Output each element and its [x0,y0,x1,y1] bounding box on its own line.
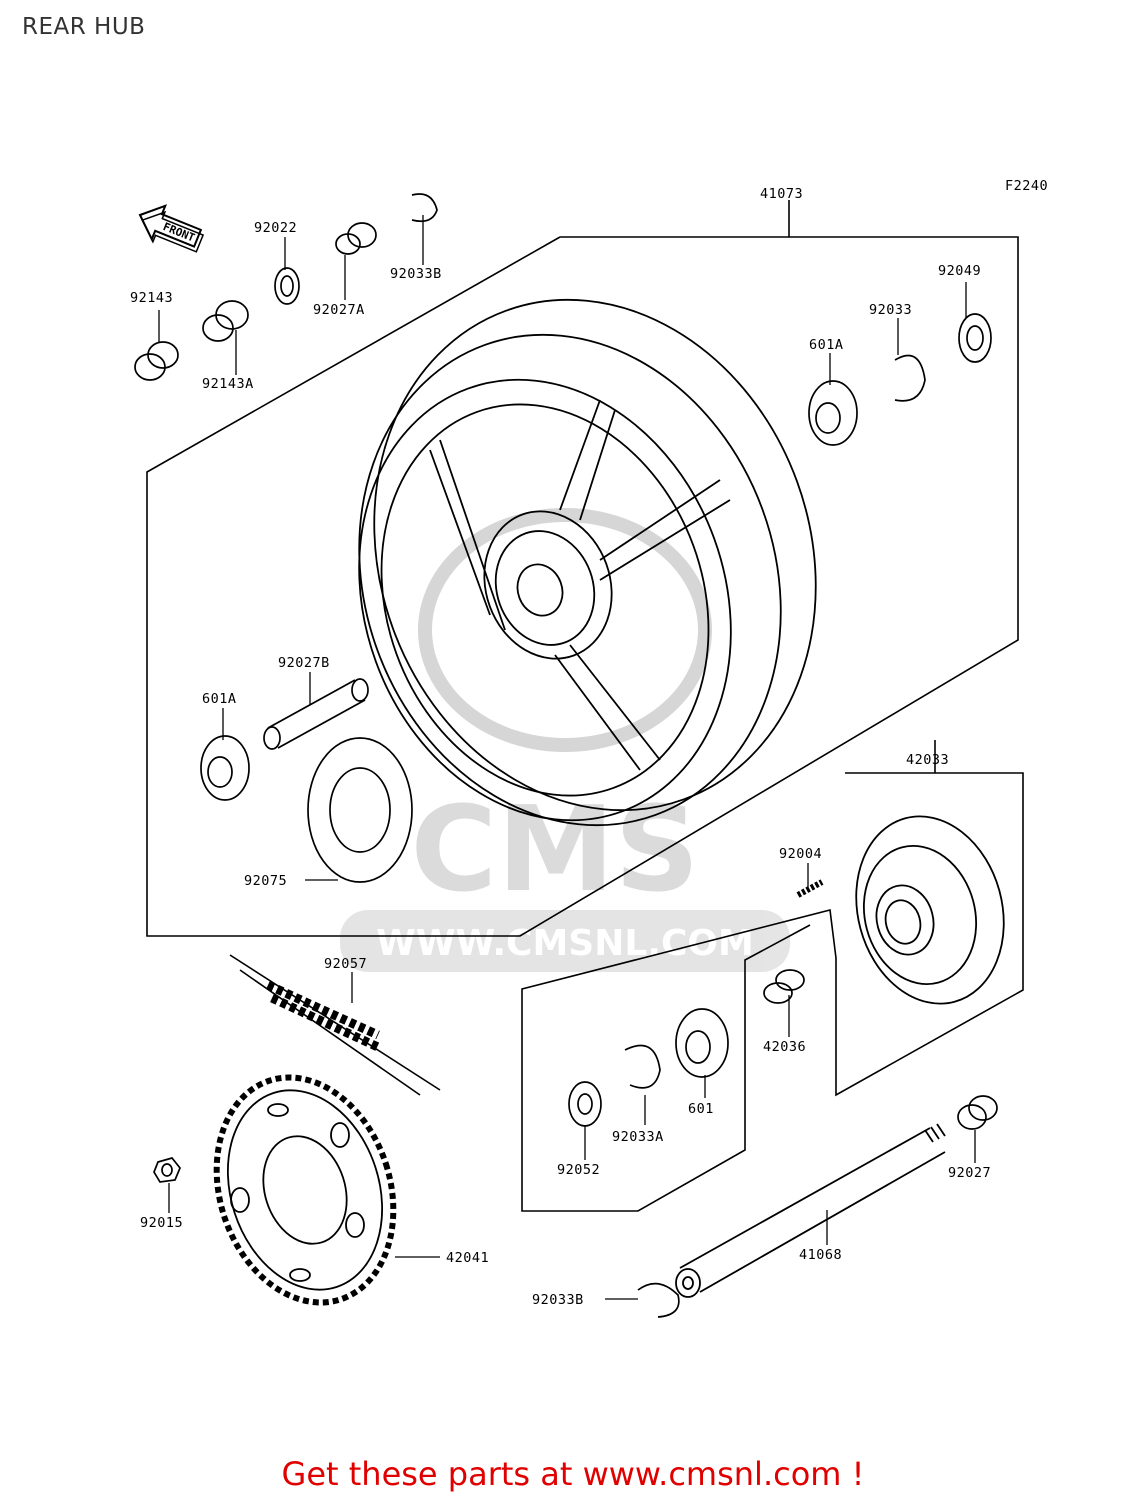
watermark: CMS WWW.CMSNL.COM [340,508,790,972]
part-label-601: 601 [688,1101,714,1117]
part-label-41068: 41068 [799,1247,842,1263]
rear-wheel [358,298,817,827]
part-label-92049: 92049 [938,263,981,279]
watermark-logo: CMS [410,780,699,918]
part-label-42041: 42041 [446,1250,489,1266]
front-arrow-icon: FRONT [138,204,205,253]
part-label-601a-2: 601A [202,691,237,707]
hub-flange [855,815,1005,1005]
part-label-92143: 92143 [130,290,173,306]
part-label-92022: 92022 [254,220,297,236]
hub-frame [521,740,1024,1212]
part-label-92033: 92033 [869,302,912,318]
part-labels: 41073 92022 92033B 92027A 92143 92143A 9… [130,186,991,1308]
page-title: REAR HUB [22,14,146,40]
watermark-url: WWW.CMSNL.COM [376,923,754,964]
part-label-92004: 92004 [779,846,822,862]
axle [675,1123,946,1298]
leader-lines [158,215,976,1300]
part-label-42033: 42033 [906,752,949,768]
part-label-92027a: 92027A [313,302,365,318]
part-label-92033b: 92033B [390,266,442,282]
footer-link[interactable]: Get these parts at www.cmsnl.com ! [281,1455,865,1493]
part-label-92027b: 92027B [278,655,330,671]
part-label-92027: 92027 [948,1165,991,1181]
part-label-41073: 41073 [760,186,803,202]
figure-code: F2240 [1005,178,1048,194]
part-label-42036: 42036 [763,1039,806,1055]
part-label-92033a: 92033A [612,1129,664,1145]
part-label-92075: 92075 [244,873,287,889]
part-label-92052: 92052 [557,1162,600,1178]
part-label-92057: 92057 [324,956,367,972]
chain [229,954,441,1096]
small-parts [134,193,998,1318]
wheel-frame [146,200,1019,937]
part-label-92143a: 92143A [202,376,254,392]
part-label-601a: 601A [809,337,844,353]
sprocket [213,1074,397,1306]
part-label-92033b-2: 92033B [532,1292,584,1308]
part-label-92015: 92015 [140,1215,183,1231]
